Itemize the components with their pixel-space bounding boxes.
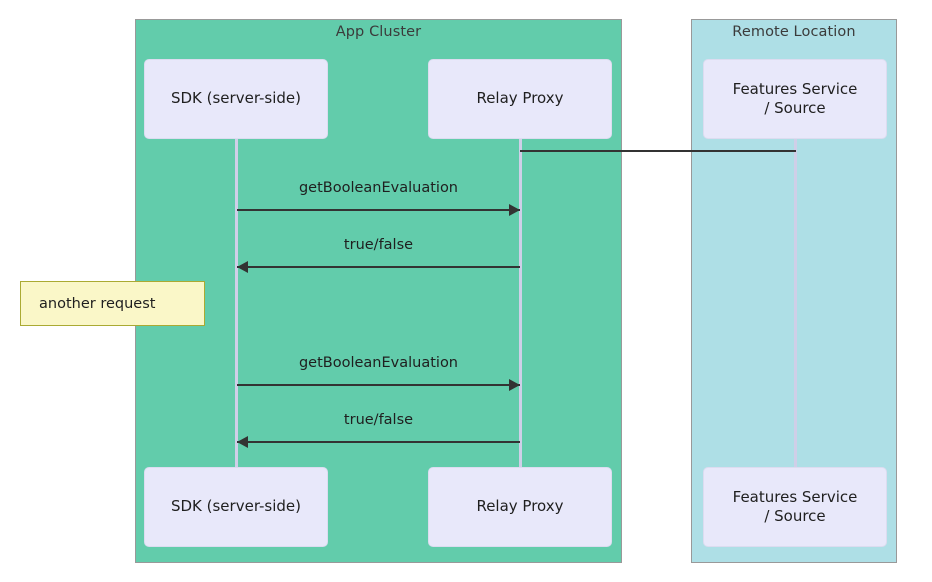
arrow-head-right-icon (509, 379, 520, 391)
lifeline-sdk (235, 139, 238, 467)
participant-sdk-top[interactable]: SDK (server-side) (144, 59, 328, 139)
message-label: true/false (343, 412, 414, 428)
message-line (237, 209, 520, 211)
participant-relay-proxy-bottom[interactable]: Relay Proxy (428, 467, 612, 547)
participant-features-service-bottom[interactable]: Features Service / Source (703, 467, 887, 547)
group-app-cluster-label: App Cluster (335, 24, 422, 40)
message-label: getBooleanEvaluation (298, 355, 459, 371)
participant-features-service-top[interactable]: Features Service / Source (703, 59, 887, 139)
message-line (237, 384, 520, 386)
group-remote-location-label: Remote Location (732, 24, 856, 40)
lifeline-relay-proxy (519, 139, 522, 467)
note-another-request: another request (20, 281, 205, 326)
arrow-head-left-icon (237, 436, 248, 448)
participant-relay-proxy-top[interactable]: Relay Proxy (428, 59, 612, 139)
arrow-head-right-icon (509, 204, 520, 216)
message-label: true/false (343, 237, 414, 253)
lifeline-features-service (794, 139, 797, 467)
participant-sdk-bottom[interactable]: SDK (server-side) (144, 467, 328, 547)
message-label: getBooleanEvaluation (298, 180, 459, 196)
message-line (237, 266, 520, 268)
message-line (237, 441, 520, 443)
connector-relay-proxy-to-features-service (520, 150, 796, 152)
arrow-head-left-icon (237, 261, 248, 273)
